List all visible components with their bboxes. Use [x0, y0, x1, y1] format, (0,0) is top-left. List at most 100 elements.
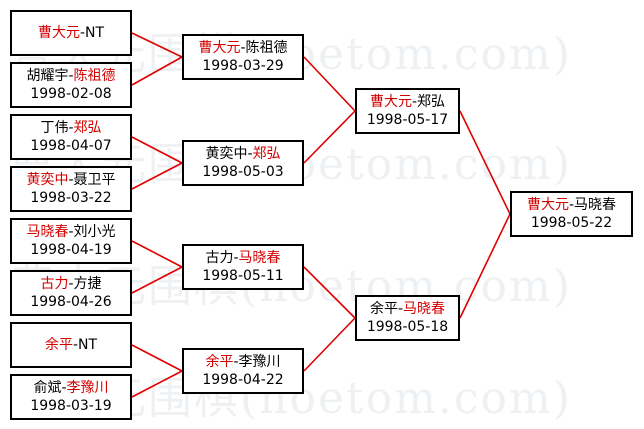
player-name: 李豫川	[238, 354, 281, 370]
player-name: 古力	[40, 276, 69, 292]
player-name: 马晓春	[574, 197, 617, 213]
player-name: 丁伟	[40, 120, 69, 136]
match-box-r1-1: 曹大元-NT	[10, 10, 132, 56]
player-name: 马晓春	[238, 250, 281, 266]
player-name: 郑弘	[252, 146, 281, 162]
match-players: 余平-李豫川	[205, 353, 280, 371]
match-date: 1998-04-07	[30, 138, 112, 154]
connector-line	[131, 266, 183, 294]
connector-line	[131, 162, 183, 190]
player-name: 余平	[205, 354, 234, 370]
match-date: 1998-05-18	[366, 319, 449, 335]
player-separator: -	[79, 25, 86, 41]
connector-line	[131, 344, 183, 372]
player-separator: -	[233, 354, 239, 370]
connector-line	[459, 110, 511, 215]
player-separator: -	[68, 276, 74, 292]
match-players: 丁伟-郑弘	[40, 119, 101, 137]
player-name: 曹大元	[37, 25, 80, 41]
match-date: 1998-03-19	[30, 398, 112, 414]
player-name: 郑弘	[73, 120, 102, 136]
player-separator: -	[68, 120, 74, 136]
player-name: 黄奕中	[205, 146, 248, 162]
connector-line	[303, 56, 356, 112]
player-name: 俞斌	[33, 380, 62, 396]
player-separator: -	[68, 68, 74, 84]
match-date: 1998-05-22	[530, 215, 613, 231]
match-players: 马晓春-刘小光	[26, 223, 115, 241]
player-name: NT	[85, 25, 105, 41]
player-name: 李豫川	[66, 380, 109, 396]
match-players: 俞斌-李豫川	[33, 379, 108, 397]
connector-line	[303, 110, 356, 164]
player-name: 方捷	[73, 276, 102, 292]
player-separator: -	[233, 250, 239, 266]
connector-line	[131, 240, 183, 268]
match-players: 余平-马晓春	[370, 300, 445, 318]
player-name: 郑弘	[417, 94, 446, 110]
connector-line	[131, 370, 183, 398]
match-players: 黄奕中-郑弘	[205, 145, 280, 163]
match-date: 1998-04-26	[30, 294, 112, 310]
player-separator: -	[247, 146, 253, 162]
connector-line	[131, 136, 183, 164]
player-separator: -	[68, 172, 74, 188]
player-name: 马晓春	[26, 224, 69, 240]
match-players: 余平-NT	[45, 336, 97, 354]
match-date: 1998-05-03	[202, 164, 284, 180]
player-name: 曹大元	[198, 40, 241, 56]
player-name: NT	[78, 337, 98, 353]
connector-line	[131, 56, 183, 86]
player-name: 曹大元	[526, 197, 569, 213]
match-box-r1-7: 余平-NT	[10, 322, 132, 368]
player-separator: -	[568, 197, 575, 213]
player-name: 黄奕中	[26, 172, 69, 188]
match-players: 古力-马晓春	[205, 249, 280, 267]
player-separator: -	[72, 337, 79, 353]
player-name: 余平	[369, 301, 398, 317]
match-date: 1998-04-22	[202, 372, 284, 388]
match-players: 胡耀宇-陈祖德	[26, 67, 115, 85]
connector-line	[459, 213, 511, 319]
player-separator: -	[411, 94, 418, 110]
player-name: 胡耀宇	[26, 68, 69, 84]
match-players: 曹大元-郑弘	[370, 93, 445, 111]
player-name: 陈祖德	[73, 68, 116, 84]
player-separator: -	[68, 224, 74, 240]
player-name: 刘小光	[73, 224, 116, 240]
match-date: 1998-05-11	[202, 268, 284, 284]
match-date: 1998-03-29	[202, 58, 284, 74]
player-name: 古力	[205, 250, 234, 266]
match-date: 1998-03-22	[30, 190, 112, 206]
player-separator: -	[61, 380, 67, 396]
match-players: 曹大元-陈祖德	[198, 39, 287, 57]
match-players: 曹大元-马晓春	[527, 196, 616, 214]
player-name: 余平	[44, 337, 73, 353]
player-separator: -	[397, 301, 404, 317]
player-name: 陈祖德	[245, 40, 288, 56]
player-name: 曹大元	[369, 94, 412, 110]
connector-line	[303, 266, 356, 319]
match-players: 古力-方捷	[40, 275, 101, 293]
player-name: 聂卫平	[73, 172, 116, 188]
match-players: 黄奕中-聂卫平	[26, 171, 115, 189]
match-players: 曹大元-NT	[38, 24, 104, 42]
player-name: 马晓春	[403, 301, 446, 317]
connector-line	[303, 317, 356, 372]
match-date: 1998-04-19	[30, 242, 112, 258]
match-date: 1998-02-08	[30, 86, 112, 102]
